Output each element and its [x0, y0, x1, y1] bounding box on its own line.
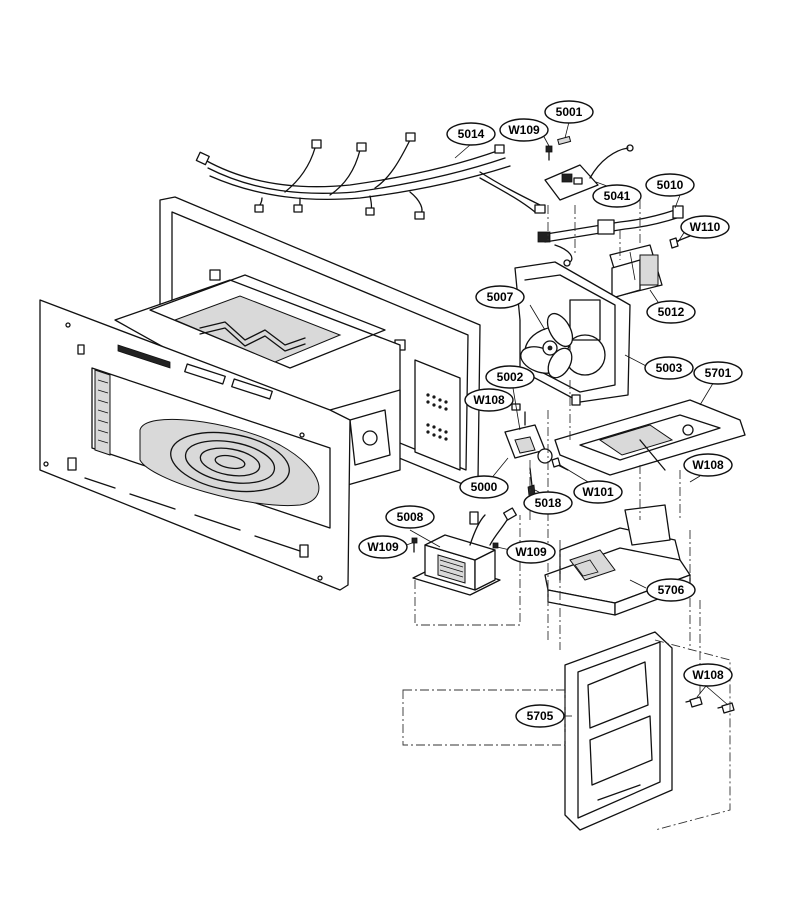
part-label-5701: 5701: [693, 361, 743, 385]
part-label-w109-top: W109: [499, 118, 549, 142]
transformer-5008: [411, 507, 517, 596]
part-label-text: 5003: [656, 361, 683, 375]
part-label-5014: 5014: [446, 122, 496, 146]
phantom-lines: [402, 200, 731, 831]
part-label-text: 5002: [497, 370, 524, 384]
part-label-text: 5018: [535, 496, 562, 510]
part-label-5705: 5705: [515, 704, 565, 728]
part-label-text: 5012: [658, 305, 685, 319]
part-label-w109-right: W109: [506, 540, 556, 564]
base-plate-5701: [554, 399, 746, 476]
part-label-text: W110: [690, 220, 721, 234]
part-label-5002: 5002: [485, 365, 535, 389]
part-label-text: W108: [692, 668, 724, 682]
fan-motor-5012: [609, 235, 691, 299]
part-label-text: 5701: [705, 366, 732, 380]
part-label-w109-left: W109: [358, 535, 408, 559]
board-5041: [544, 135, 634, 201]
part-label-text: W108: [692, 458, 724, 472]
part-label-text: W109: [508, 123, 540, 137]
part-label-text: W101: [582, 485, 614, 499]
part-label-text: 5001: [556, 105, 583, 119]
wire-harness: [195, 132, 546, 220]
part-label-text: 5010: [657, 178, 684, 192]
part-label-text: W109: [367, 540, 399, 554]
part-label-text: 5007: [487, 290, 514, 304]
part-label-text: 5041: [604, 189, 631, 203]
part-label-5007: 5007: [475, 285, 525, 309]
front-plate: [39, 299, 351, 591]
part-label-5012: 5012: [646, 300, 696, 324]
part-label-w101: W101: [573, 480, 623, 504]
part-label-5706: 5706: [646, 578, 696, 602]
part-label-text: W109: [515, 545, 547, 559]
part-label-5018: 5018: [523, 491, 573, 515]
part-label-text: 5706: [658, 583, 685, 597]
back-cover-5705: [564, 631, 735, 831]
part-label-text: 5014: [458, 127, 485, 141]
part-label-text: 5705: [527, 709, 554, 723]
part-label-text: W108: [473, 393, 505, 407]
vent-holes: [426, 393, 448, 441]
part-label-5008: 5008: [385, 505, 435, 529]
part-label-5001: 5001: [544, 100, 594, 124]
part-label-text: 5008: [397, 510, 424, 524]
part-label-w108-mid: W108: [464, 388, 514, 412]
part-label-5010: 5010: [645, 173, 695, 197]
power-cord-5010: [537, 205, 684, 267]
part-label-w108-bottom: W108: [683, 663, 733, 687]
part-label-w108-right: W108: [683, 453, 733, 477]
part-label-5000: 5000: [459, 475, 509, 499]
fan-blade-5007: [520, 312, 574, 379]
part-label-text: 5000: [471, 480, 498, 494]
part-label-w110: W110: [680, 215, 730, 239]
part-label-5041: 5041: [592, 184, 642, 208]
part-label-5003: 5003: [644, 356, 694, 380]
